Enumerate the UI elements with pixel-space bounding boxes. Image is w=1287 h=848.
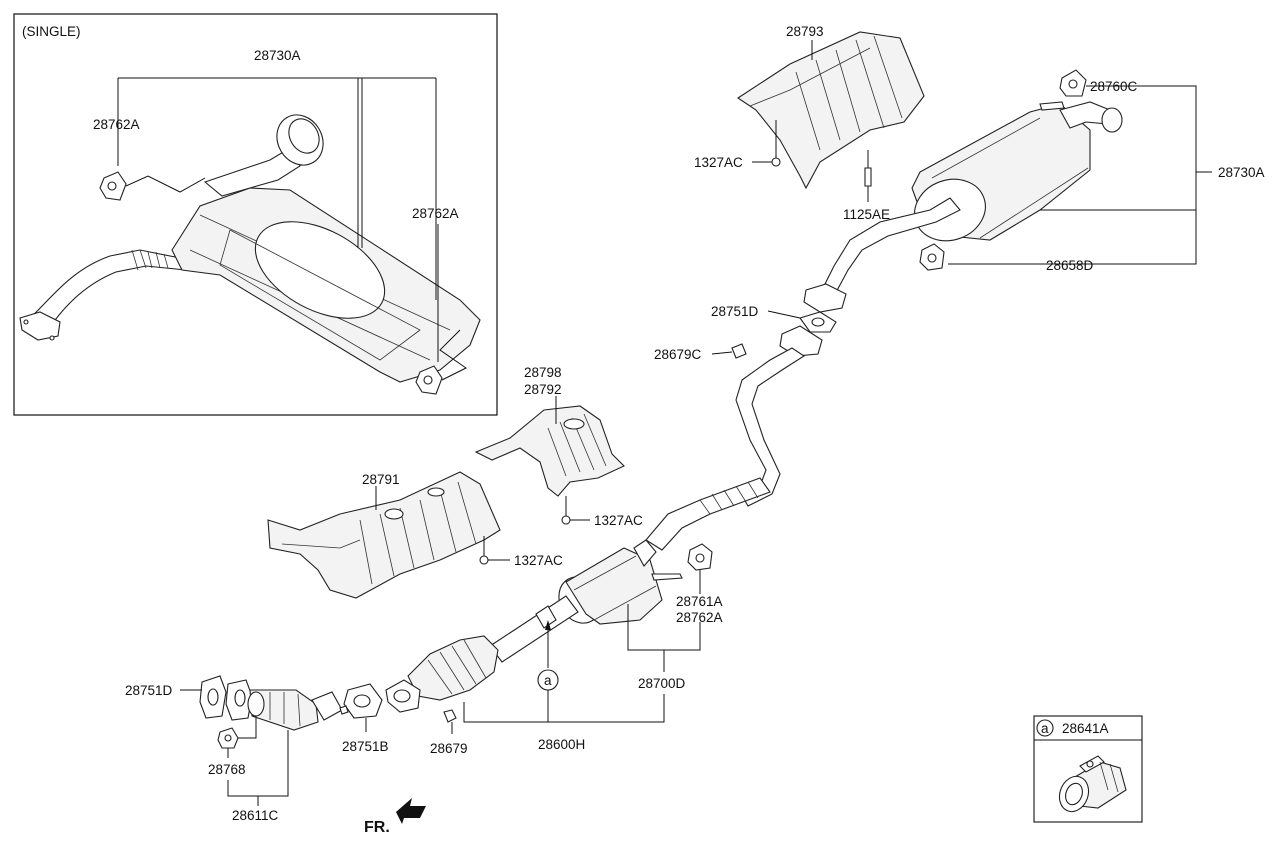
- label-hanger-front: 28768: [208, 762, 246, 777]
- label-muffler-assy: 28730A: [1218, 165, 1265, 180]
- heat-shield-front: [267, 471, 501, 599]
- inset-label-hanger-left: 28762A: [93, 117, 140, 132]
- inset-title: (SINGLE): [22, 24, 81, 39]
- label-gasket-flange: 28751B: [342, 739, 389, 754]
- label-gasket-front: 28751D: [125, 683, 173, 698]
- label-center-muffler: 28700D: [638, 676, 686, 691]
- inset-single-panel: (SINGLE): [13, 13, 498, 416]
- label-bolt-rear: 1125AE: [843, 207, 890, 222]
- clamp-legend-box: a 28641A: [1033, 715, 1143, 823]
- inset-label-hanger-right: 28762A: [412, 206, 459, 221]
- label-hanger-rubber-rear: 28760C: [1090, 79, 1138, 94]
- label-heat-shield-center-b: 28792: [524, 382, 562, 397]
- label-hanger-rubber-mid: 28658D: [1046, 258, 1094, 273]
- label-nut-front: 1327AC: [514, 553, 563, 568]
- heat-shield-center: [474, 405, 625, 497]
- label-gasket-mid: 28751D: [711, 304, 759, 319]
- label-front-pipe: 28600H: [538, 737, 585, 752]
- muffler-assy-rear: [803, 101, 1123, 313]
- label-hanger-center-b: 28762A: [676, 610, 723, 625]
- legend-part: 28641A: [1062, 721, 1109, 736]
- label-heat-shield-center-a: 28798: [524, 365, 562, 380]
- front-direction-arrow: [396, 798, 426, 824]
- legend-ref: a: [1041, 721, 1049, 736]
- label-nut-center: 1327AC: [594, 513, 643, 528]
- label-nut-flange: 28679: [430, 741, 468, 756]
- label-nut-mid: 28679C: [654, 347, 702, 362]
- label-heat-shield-rear: 28793: [786, 24, 824, 39]
- direction-label: FR.: [364, 819, 390, 836]
- inset-label-muffler: 28730A: [254, 48, 301, 63]
- center-pipe: [558, 325, 823, 625]
- heat-shield-rear: [737, 31, 925, 190]
- label-hanger-center-a: 28761A: [676, 594, 723, 609]
- front-pipe: [385, 595, 579, 713]
- cat-converter-front: [199, 675, 349, 731]
- label-cat-converter: 28611C: [232, 808, 279, 823]
- label-nut-rear: 1327AC: [694, 155, 743, 170]
- label-heat-shield-front: 28791: [362, 472, 400, 487]
- inset-muffler-drawing: [19, 114, 481, 395]
- label-clamp-ref: a: [544, 673, 552, 688]
